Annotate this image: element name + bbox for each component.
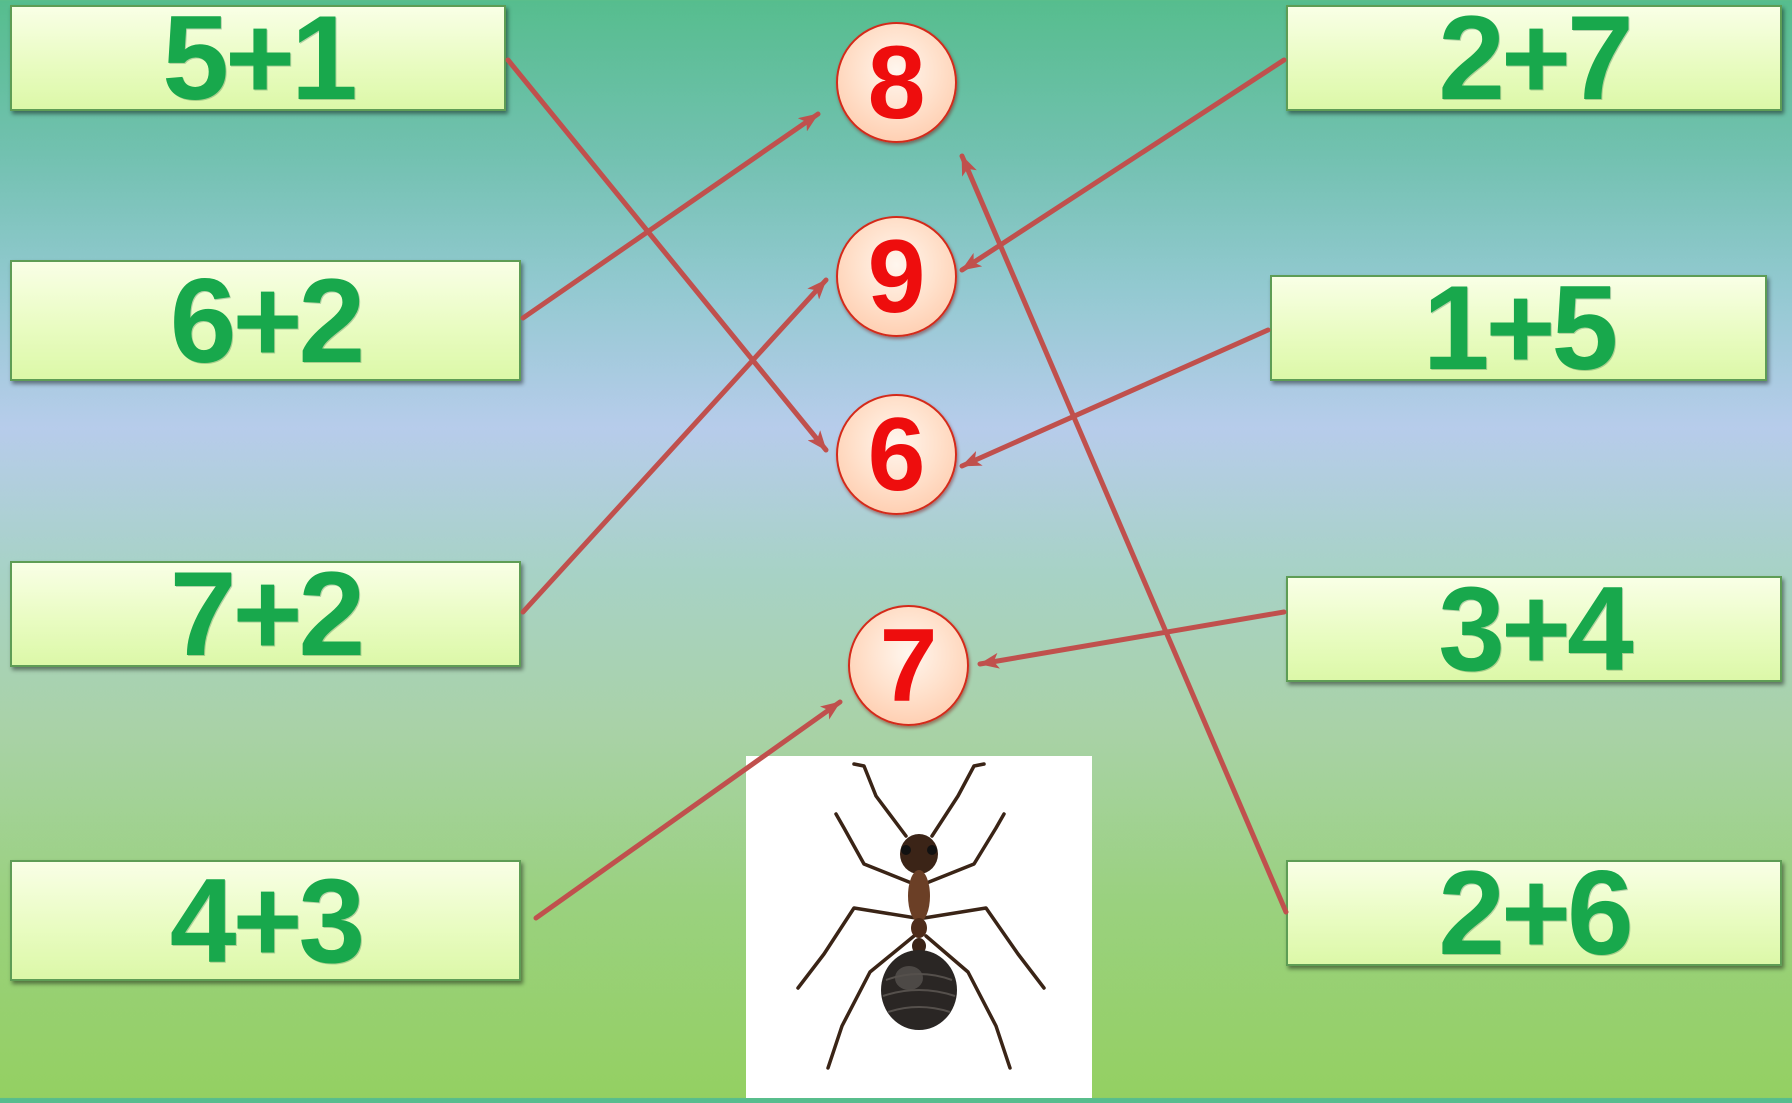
expression-box-left-4[interactable]: 4+3 (10, 860, 521, 981)
arrow-3plus4-to-7 (980, 612, 1284, 664)
expression-box-right-1[interactable]: 2+7 (1286, 5, 1782, 111)
answer-circle-1[interactable]: 8 (836, 22, 957, 143)
arrow-7plus2-to-9 (523, 280, 826, 612)
arrow-1plus5-to-6 (962, 330, 1268, 466)
expression-box-right-3[interactable]: 3+4 (1286, 576, 1782, 682)
answer-circle-2[interactable]: 9 (836, 216, 957, 337)
ant-icon (746, 756, 1092, 1098)
arrow-5plus1-to-6 (508, 60, 826, 450)
expression-box-right-4[interactable]: 2+6 (1286, 860, 1782, 966)
expression-box-left-1[interactable]: 5+1 (10, 5, 506, 111)
answer-circle-3[interactable]: 6 (836, 394, 957, 515)
expression-box-left-2[interactable]: 6+2 (10, 260, 521, 381)
arrow-6plus2-to-8 (523, 114, 818, 318)
answer-circle-4[interactable]: 7 (848, 605, 969, 726)
ant-picture (746, 756, 1092, 1098)
expression-box-left-3[interactable]: 7+2 (10, 561, 521, 667)
arrow-2plus7-to-9 (962, 60, 1284, 270)
expression-box-right-2[interactable]: 1+5 (1270, 275, 1767, 381)
